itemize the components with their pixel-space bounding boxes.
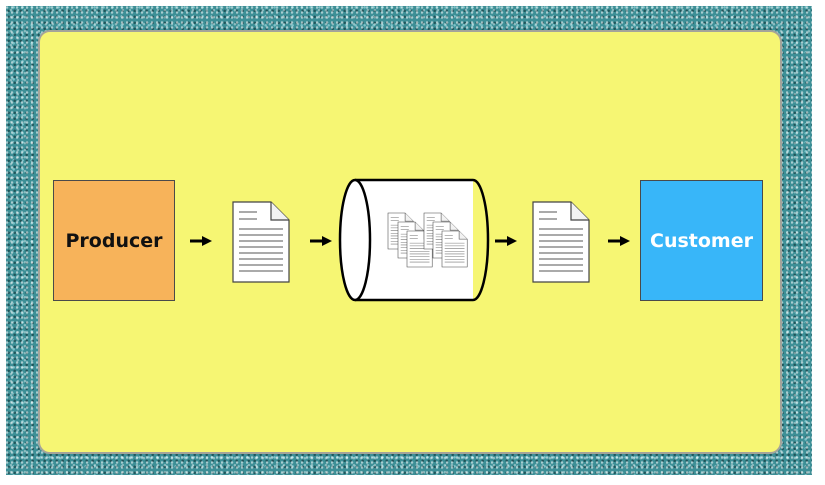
customer-box: Customer [640,180,763,301]
producer-box: Producer [53,180,175,301]
arrow-right-icon [308,234,334,248]
arrow-right-icon [493,234,519,248]
document-icon [532,201,590,283]
producer-label: Producer [65,229,163,252]
customer-label: Customer [650,229,753,252]
queue-cylinder-icon [338,178,490,302]
arrow-right-icon [188,234,214,248]
arrow-right-icon [606,234,632,248]
document-icon [232,201,290,283]
